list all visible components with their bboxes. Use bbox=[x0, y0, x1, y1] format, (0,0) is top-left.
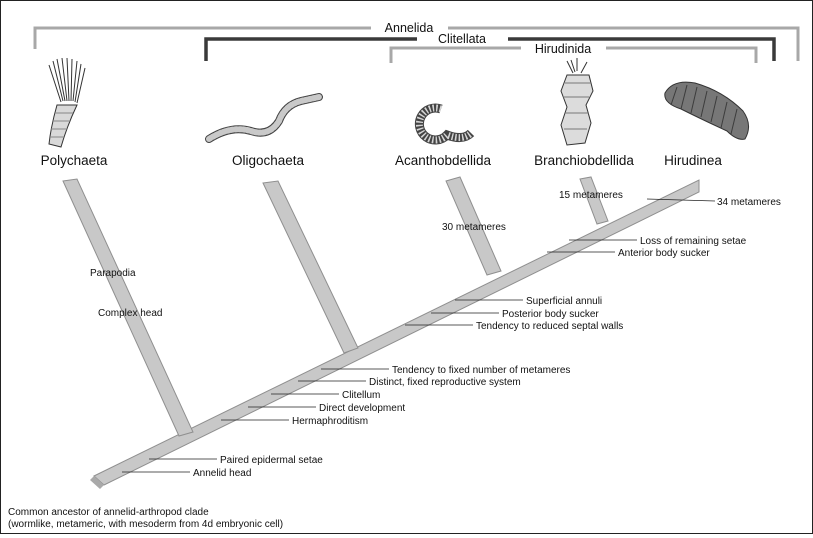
taxon-oligochaeta: Oligochaeta bbox=[232, 153, 305, 168]
root-caption-line2: (wormlike, metameric, with mesoderm from… bbox=[8, 519, 283, 530]
char-direct-development: Direct development bbox=[319, 403, 405, 414]
char-paired-epidermal-setae: Paired epidermal setae bbox=[220, 455, 323, 466]
char-clitellum: Clitellum bbox=[342, 390, 380, 401]
taxon-acanthobdellida: Acanthobdellida bbox=[395, 153, 492, 168]
char-hermaphroditism: Hermaphroditism bbox=[292, 416, 368, 427]
char-superficial-annuli: Superficial annuli bbox=[526, 296, 602, 307]
label-15-metameres: 15 metameres bbox=[559, 190, 623, 201]
clitellata-bracket bbox=[206, 39, 774, 61]
earthworm-icon bbox=[209, 97, 319, 139]
branchiobdellid-icon bbox=[561, 58, 593, 145]
char-fixed-number-of-metameres: Tendency to fixed number of metameres bbox=[392, 365, 570, 376]
char-loss-of-remaining-setae: Loss of remaining setae bbox=[640, 236, 747, 247]
taxon-branchiobdellida: Branchiobdellida bbox=[534, 153, 634, 168]
annelida-label: Annelida bbox=[385, 21, 434, 35]
coiled-worm-icon bbox=[419, 108, 471, 140]
char-anterior-body-sucker: Anterior body sucker bbox=[618, 248, 710, 259]
taxon-hirudinea: Hirudinea bbox=[664, 153, 722, 168]
branch-oligochaeta bbox=[263, 181, 358, 353]
taxon-polychaeta: Polychaeta bbox=[41, 153, 108, 168]
root-caption-line1: Common ancestor of annelid-arthropod cla… bbox=[8, 507, 209, 518]
fan-worm-icon bbox=[49, 58, 85, 147]
hirudinida-label: Hirudinida bbox=[535, 42, 591, 56]
char-annelid-head: Annelid head bbox=[193, 468, 251, 479]
clitellata-label: Clitellata bbox=[438, 32, 486, 46]
char-posterior-body-sucker: Posterior body sucker bbox=[502, 309, 599, 320]
leech-icon bbox=[665, 82, 749, 139]
label-30-metameres: 30 metameres bbox=[442, 222, 506, 233]
char-reduced-septal-walls: Tendency to reduced septal walls bbox=[476, 321, 623, 332]
main-trunk bbox=[90, 180, 699, 489]
label-parapodia: Parapodia bbox=[90, 268, 136, 279]
label-34-metameres: 34 metameres bbox=[717, 197, 781, 208]
label-complex-head: Complex head bbox=[98, 308, 162, 319]
char-fixed-reproductive-system: Distinct, fixed reproductive system bbox=[369, 377, 521, 388]
